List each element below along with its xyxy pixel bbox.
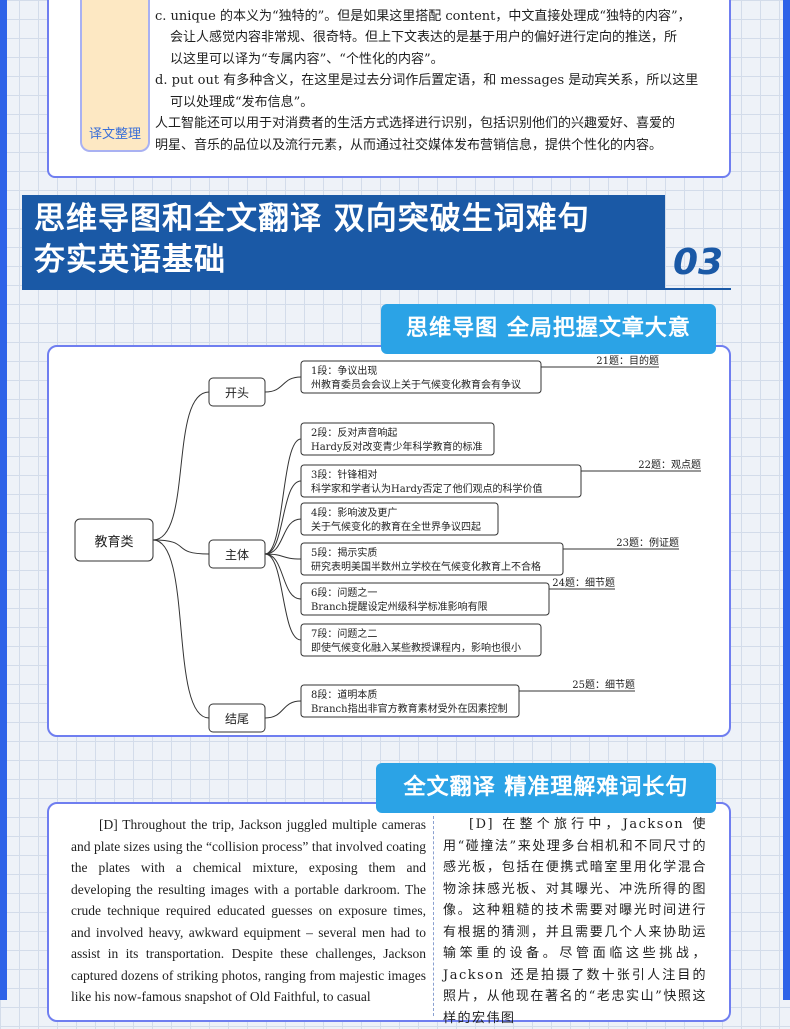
section-title: 思维导图和全文翻译 双向突破生词难句 夯实英语基础 xyxy=(34,199,654,281)
section-number-box: 03 xyxy=(665,240,731,290)
mindmap-item-summary: 即使气候变化融入某些教授课程内，影响也很小 xyxy=(311,641,521,654)
translation-note-line: 会让人感觉内容非常规、很奇特。但上下文表达的是基于用户的偏好进行定向的推送，所 xyxy=(170,30,678,45)
translation-banner: 全文翻译 精准理解难词长句 xyxy=(376,763,716,813)
translation-notes-tag: 译文整理 xyxy=(80,0,150,152)
mindmap-item-box xyxy=(300,502,499,536)
mindmap-item-title: 7段：问题之二 xyxy=(311,627,377,640)
mindmap-question-label: 21题：目的题 xyxy=(596,354,659,367)
mindmap-banner: 思维导图 全局把握文章大意 xyxy=(381,304,716,354)
mindmap-connector xyxy=(152,539,210,555)
translation-note-line: 可以处理成“发布信息”。 xyxy=(170,94,314,110)
mindmap-item-title: 2段：反对声音响起 xyxy=(311,426,397,439)
translation-note-line: 人工智能还可以用于对消费者的生活方式选择进行识别，包括识别他们的兴趣爱好、喜爱的 xyxy=(155,116,676,131)
mindmap-connector xyxy=(264,438,302,555)
mindmap-item-summary: Branch提醒设定州级科学标准影响有限 xyxy=(311,600,488,613)
mindmap-item-title: 5段：揭示实质 xyxy=(311,546,377,559)
translation-note-line: 明星、音乐的品位以及流行元素，从而通过社交媒体发布营销信息，提供个性化的内容。 xyxy=(155,137,663,153)
mindmap-item-title: 8段：道明本质 xyxy=(311,688,377,701)
mindmap-item-summary: 关于气候变化的教育在全世界争议四起 xyxy=(311,520,481,533)
mindmap-connector xyxy=(264,376,302,393)
mindmap-item-title: 6段：问题之一 xyxy=(311,586,377,599)
mindmap-branch-label: 结尾 xyxy=(225,712,249,726)
mindmap-item-summary: 州教育委员会会议上关于气候变化教育会有争议 xyxy=(311,378,521,391)
mindmap-branch-label: 开头 xyxy=(225,386,249,400)
mindmap-item-summary: 科学家和学者认为Hardy否定了他们观点的科学价值 xyxy=(311,482,543,495)
mindmap-card: 教育类 开头 1段：争议出现州教育委员会会议上关于气候变化教育会有争议 21题：目的题… xyxy=(47,345,731,737)
section-title-line1: 思维导图和全文翻译 双向突破生词难句 xyxy=(34,201,590,237)
translation-note-line: d. put out 有多种含义，在这里是过去分词作后置定语，和 message… xyxy=(155,73,699,88)
mindmap-root-label: 教育类 xyxy=(94,534,133,550)
translation-notes-tag-label: 译文整理 xyxy=(88,127,141,142)
mindmap-connector xyxy=(264,518,302,555)
left-edge-bar xyxy=(0,0,7,1000)
chinese-paragraph: [D] 在整个旅行中，Jackson 使用“碰撞法”来处理多台相机和不同尺寸的感… xyxy=(443,817,707,1026)
full-translation-card: [D] Throughout the trip, Jackson juggled… xyxy=(47,802,731,1026)
mindmap-question-label: 22题：观点题 xyxy=(638,459,701,471)
section-title-line2: 夯实英语基础 xyxy=(34,242,226,278)
mindmap-connector xyxy=(264,480,302,555)
mindmap-item-title: 1段：争议出现 xyxy=(311,364,377,377)
mindmap-connector xyxy=(264,700,302,719)
mindmap-item-box xyxy=(300,360,542,394)
translation-notes-text: 成“包括”，转化为动词之后，在中文里的位置就灵活多了。 c. unique 的本义… xyxy=(155,0,721,156)
mindmap-connector xyxy=(152,539,210,719)
mindmap-question-label: 25题：细节题 xyxy=(572,678,635,691)
mindmap-item-title: 3段：针锋相对 xyxy=(311,468,377,481)
mindmap-item-summary: Hardy反对改变青少年科学教育的标准 xyxy=(311,440,483,453)
mindmap-connector xyxy=(152,391,210,541)
mindmap-connector xyxy=(264,553,302,560)
column-divider xyxy=(433,816,434,1016)
translation-note-line: c. unique 的本义为“独特的”。但是如果这里搭配 content，中文直… xyxy=(155,8,691,24)
mindmap-branch-label: 主体 xyxy=(225,548,249,562)
translation-note-line: 成“包括”，转化为动词之后，在中文里的位置就灵活多了。 xyxy=(155,0,721,6)
translation-notes-card: 译文整理 成“包括”，转化为动词之后，在中文里的位置就灵活多了。 c. uniqu… xyxy=(47,0,731,178)
section-header: 思维导图和全文翻译 双向突破生词难句 夯实英语基础 xyxy=(22,195,665,290)
translation-note-line: 以这里可以译为“专属内容”、“个性化的内容”。 xyxy=(170,51,444,67)
mindmap-item-box xyxy=(300,464,582,498)
mindmap-item-summary: 研究表明美国半数州立学校在气候变化教育上不合格 xyxy=(311,560,541,573)
mindmap-item-box xyxy=(300,684,520,718)
right-edge-bar xyxy=(783,0,790,1000)
mindmap-item-box xyxy=(300,542,564,576)
mindmap-question-label: 23题：例证题 xyxy=(616,536,679,549)
mindmap-connector xyxy=(264,553,302,600)
english-paragraph: [D] Throughout the trip, Jackson juggled… xyxy=(71,817,426,1004)
mindmap-item-title: 4段：影响波及更广 xyxy=(311,506,397,519)
mindmap-item-box xyxy=(300,422,495,456)
mindmap-question-label: 24题：细节题 xyxy=(552,576,615,589)
mindmap-item-box xyxy=(300,623,542,657)
mindmap-connector xyxy=(264,553,302,641)
mindmap-item-box xyxy=(300,582,550,616)
mindmap-item-summary: Branch指出非官方教育素材受外在因素控制 xyxy=(311,702,508,715)
section-number: 03 xyxy=(673,242,724,283)
